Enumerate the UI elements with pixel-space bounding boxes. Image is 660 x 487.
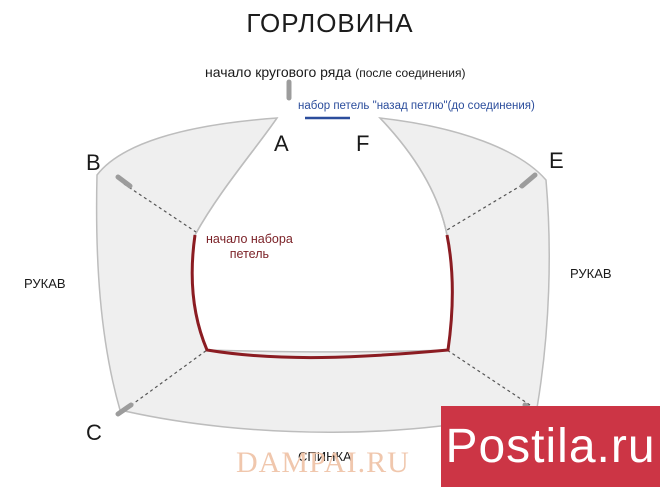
marker-b (115, 174, 133, 189)
point-e-label: E (549, 148, 564, 173)
round-start-paren: (после соединения) (355, 66, 466, 80)
left-sleeve-label: РУКАВ (24, 276, 66, 291)
yoke-shape (95, 117, 550, 433)
back-label: СПИНКА (298, 449, 352, 464)
point-a-label: A (274, 131, 289, 156)
pickup-start-line1: начало набора (206, 232, 293, 246)
marker-c (115, 402, 134, 417)
right-sleeve-label: РУКАВ (570, 266, 612, 281)
point-f-label: F (356, 131, 370, 156)
dashed-line-c (125, 349, 208, 410)
cast-on-note: набор петель "назад петлю"(до соединения… (298, 100, 535, 112)
dashed-line-b (123, 183, 197, 233)
postila-watermark-badge: Postila.ru (441, 406, 660, 487)
round-start-note: начало кругового ряда (после соединения) (205, 64, 465, 80)
dampai-watermark: DAMPAI.RU (236, 446, 410, 479)
round-start-main: начало кругового ряда (205, 64, 352, 80)
inner-neck-outline (194, 117, 448, 236)
point-b-label: B (86, 150, 101, 175)
diagram-title: ГОРЛОВИНА (246, 8, 414, 38)
pickup-start-note: начало набора петель (206, 232, 293, 262)
point-c-label: C (86, 420, 102, 445)
postila-watermark-text: Postila.ru (445, 420, 656, 473)
pickup-line (190, 234, 454, 360)
dashed-line-d (446, 349, 531, 406)
pickup-start-line2: петель (229, 247, 269, 261)
marker-e (519, 172, 538, 189)
